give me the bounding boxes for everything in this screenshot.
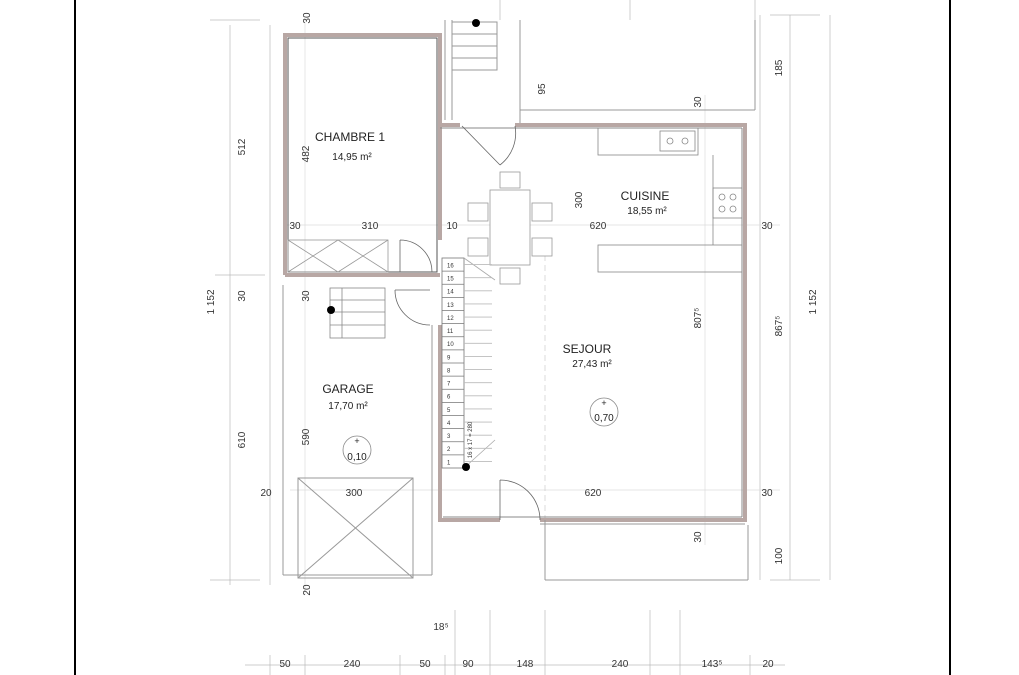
kitchen-fixtures	[597, 127, 743, 273]
room-area-cuisine: 18,55 m²	[627, 206, 667, 217]
bottom-dim: 143⁵	[702, 659, 723, 670]
dim-300-kitchen: 300	[574, 191, 585, 208]
dim-590: 590	[301, 428, 312, 445]
stair-step-number: 6	[447, 395, 451, 401]
dim-310: 310	[362, 221, 379, 232]
reference-dots	[327, 19, 480, 471]
level-garage: 0,10	[347, 452, 367, 463]
main-walls	[283, 33, 747, 522]
dim-512: 512	[237, 138, 248, 155]
stairs-note: 16 x 17 = 280	[468, 421, 474, 458]
bottom-dimension-row: 50 240 50 90 148 240 143⁵ 20	[279, 659, 774, 670]
bottom-dim: 50	[279, 659, 291, 670]
room-name-garage: GARAGE	[322, 382, 373, 396]
stair-step-number: 4	[447, 421, 451, 427]
main-staircase	[441, 257, 496, 469]
dim-95: 95	[537, 83, 548, 95]
garage-walls	[282, 285, 433, 579]
room-area-chambre: 14,95 m²	[332, 152, 372, 163]
terrace	[540, 520, 749, 581]
stair-step-number: 16	[447, 263, 454, 269]
garage-level-plus: +	[354, 436, 359, 446]
stair-step-number: 8	[447, 368, 451, 374]
room-area-garage: 17,70 m²	[328, 401, 368, 412]
bottom-dim: 20	[762, 659, 774, 670]
garage-level-marker	[342, 435, 372, 465]
garage-staircase	[329, 287, 386, 339]
entry-area	[444, 20, 756, 125]
stair-step-number: 15	[447, 277, 454, 283]
dim-18-5: 18⁵	[433, 622, 448, 633]
dim-100: 100	[774, 547, 785, 564]
dim-30-bottom-right: 30	[761, 488, 773, 499]
dim-1152-right: 1 152	[808, 289, 819, 314]
dim-10: 10	[446, 221, 458, 232]
dim-30-garage: 30	[301, 290, 312, 302]
dim-top-30: 30	[302, 12, 313, 24]
stair-step-number: 9	[447, 355, 451, 361]
room-name-chambre: CHAMBRE 1	[315, 130, 385, 144]
dim-300-bottom: 300	[346, 488, 363, 499]
stair-step-number: 3	[447, 434, 451, 440]
dim-185: 185	[774, 59, 785, 76]
stair-step-number: 11	[447, 329, 454, 335]
dim-867-5: 867⁵	[774, 316, 785, 337]
dim-20-bottom: 20	[302, 584, 313, 596]
level-sejour: 0,70	[594, 413, 614, 424]
bottom-dim: 148	[517, 659, 534, 670]
room-name-sejour: SEJOUR	[563, 342, 612, 356]
level-markers	[342, 397, 619, 465]
dim-30-kitchen-top: 30	[693, 96, 704, 108]
sejour-level-marker	[589, 397, 619, 427]
dim-30-mid: 30	[237, 290, 248, 302]
stair-step-number: 10	[447, 342, 454, 348]
dim-807-5: 807⁵	[693, 308, 704, 329]
stair-step-number: 14	[447, 290, 454, 296]
bottom-dim: 50	[419, 659, 431, 670]
stair-step-number: 5	[447, 408, 451, 414]
dim-620-top: 620	[590, 221, 607, 232]
dim-482: 482	[301, 145, 312, 162]
dim-30-right: 30	[761, 221, 773, 232]
stair-step-number: 13	[447, 303, 454, 309]
stair-step-number: 1	[447, 460, 451, 466]
room-name-cuisine: CUISINE	[621, 189, 670, 203]
bottom-dim: 90	[462, 659, 474, 670]
doors	[394, 125, 541, 521]
dim-610: 610	[237, 431, 248, 448]
stair-step-number: 2	[447, 447, 451, 453]
dim-1152-left: 1 152	[206, 289, 217, 314]
dimension-lines	[210, 0, 831, 675]
dim-30-left: 30	[289, 221, 301, 232]
dim-30-terrace: 30	[693, 531, 704, 543]
sejour-level-plus: +	[601, 398, 606, 408]
wardrobe	[287, 239, 389, 273]
bottom-dim: 240	[344, 659, 361, 670]
stair-step-numbers: 16 15 14 13 12 11 10 9 8 7 6 5 4 3 2 1	[447, 263, 454, 466]
stair-step-number: 7	[447, 382, 451, 388]
stair-step-number: 12	[447, 316, 454, 322]
dining-table	[467, 171, 553, 285]
dim-20-left: 20	[260, 488, 272, 499]
dim-620-bottom: 620	[585, 488, 602, 499]
bottom-dim: 240	[612, 659, 629, 670]
room-area-sejour: 27,43 m²	[572, 359, 612, 370]
